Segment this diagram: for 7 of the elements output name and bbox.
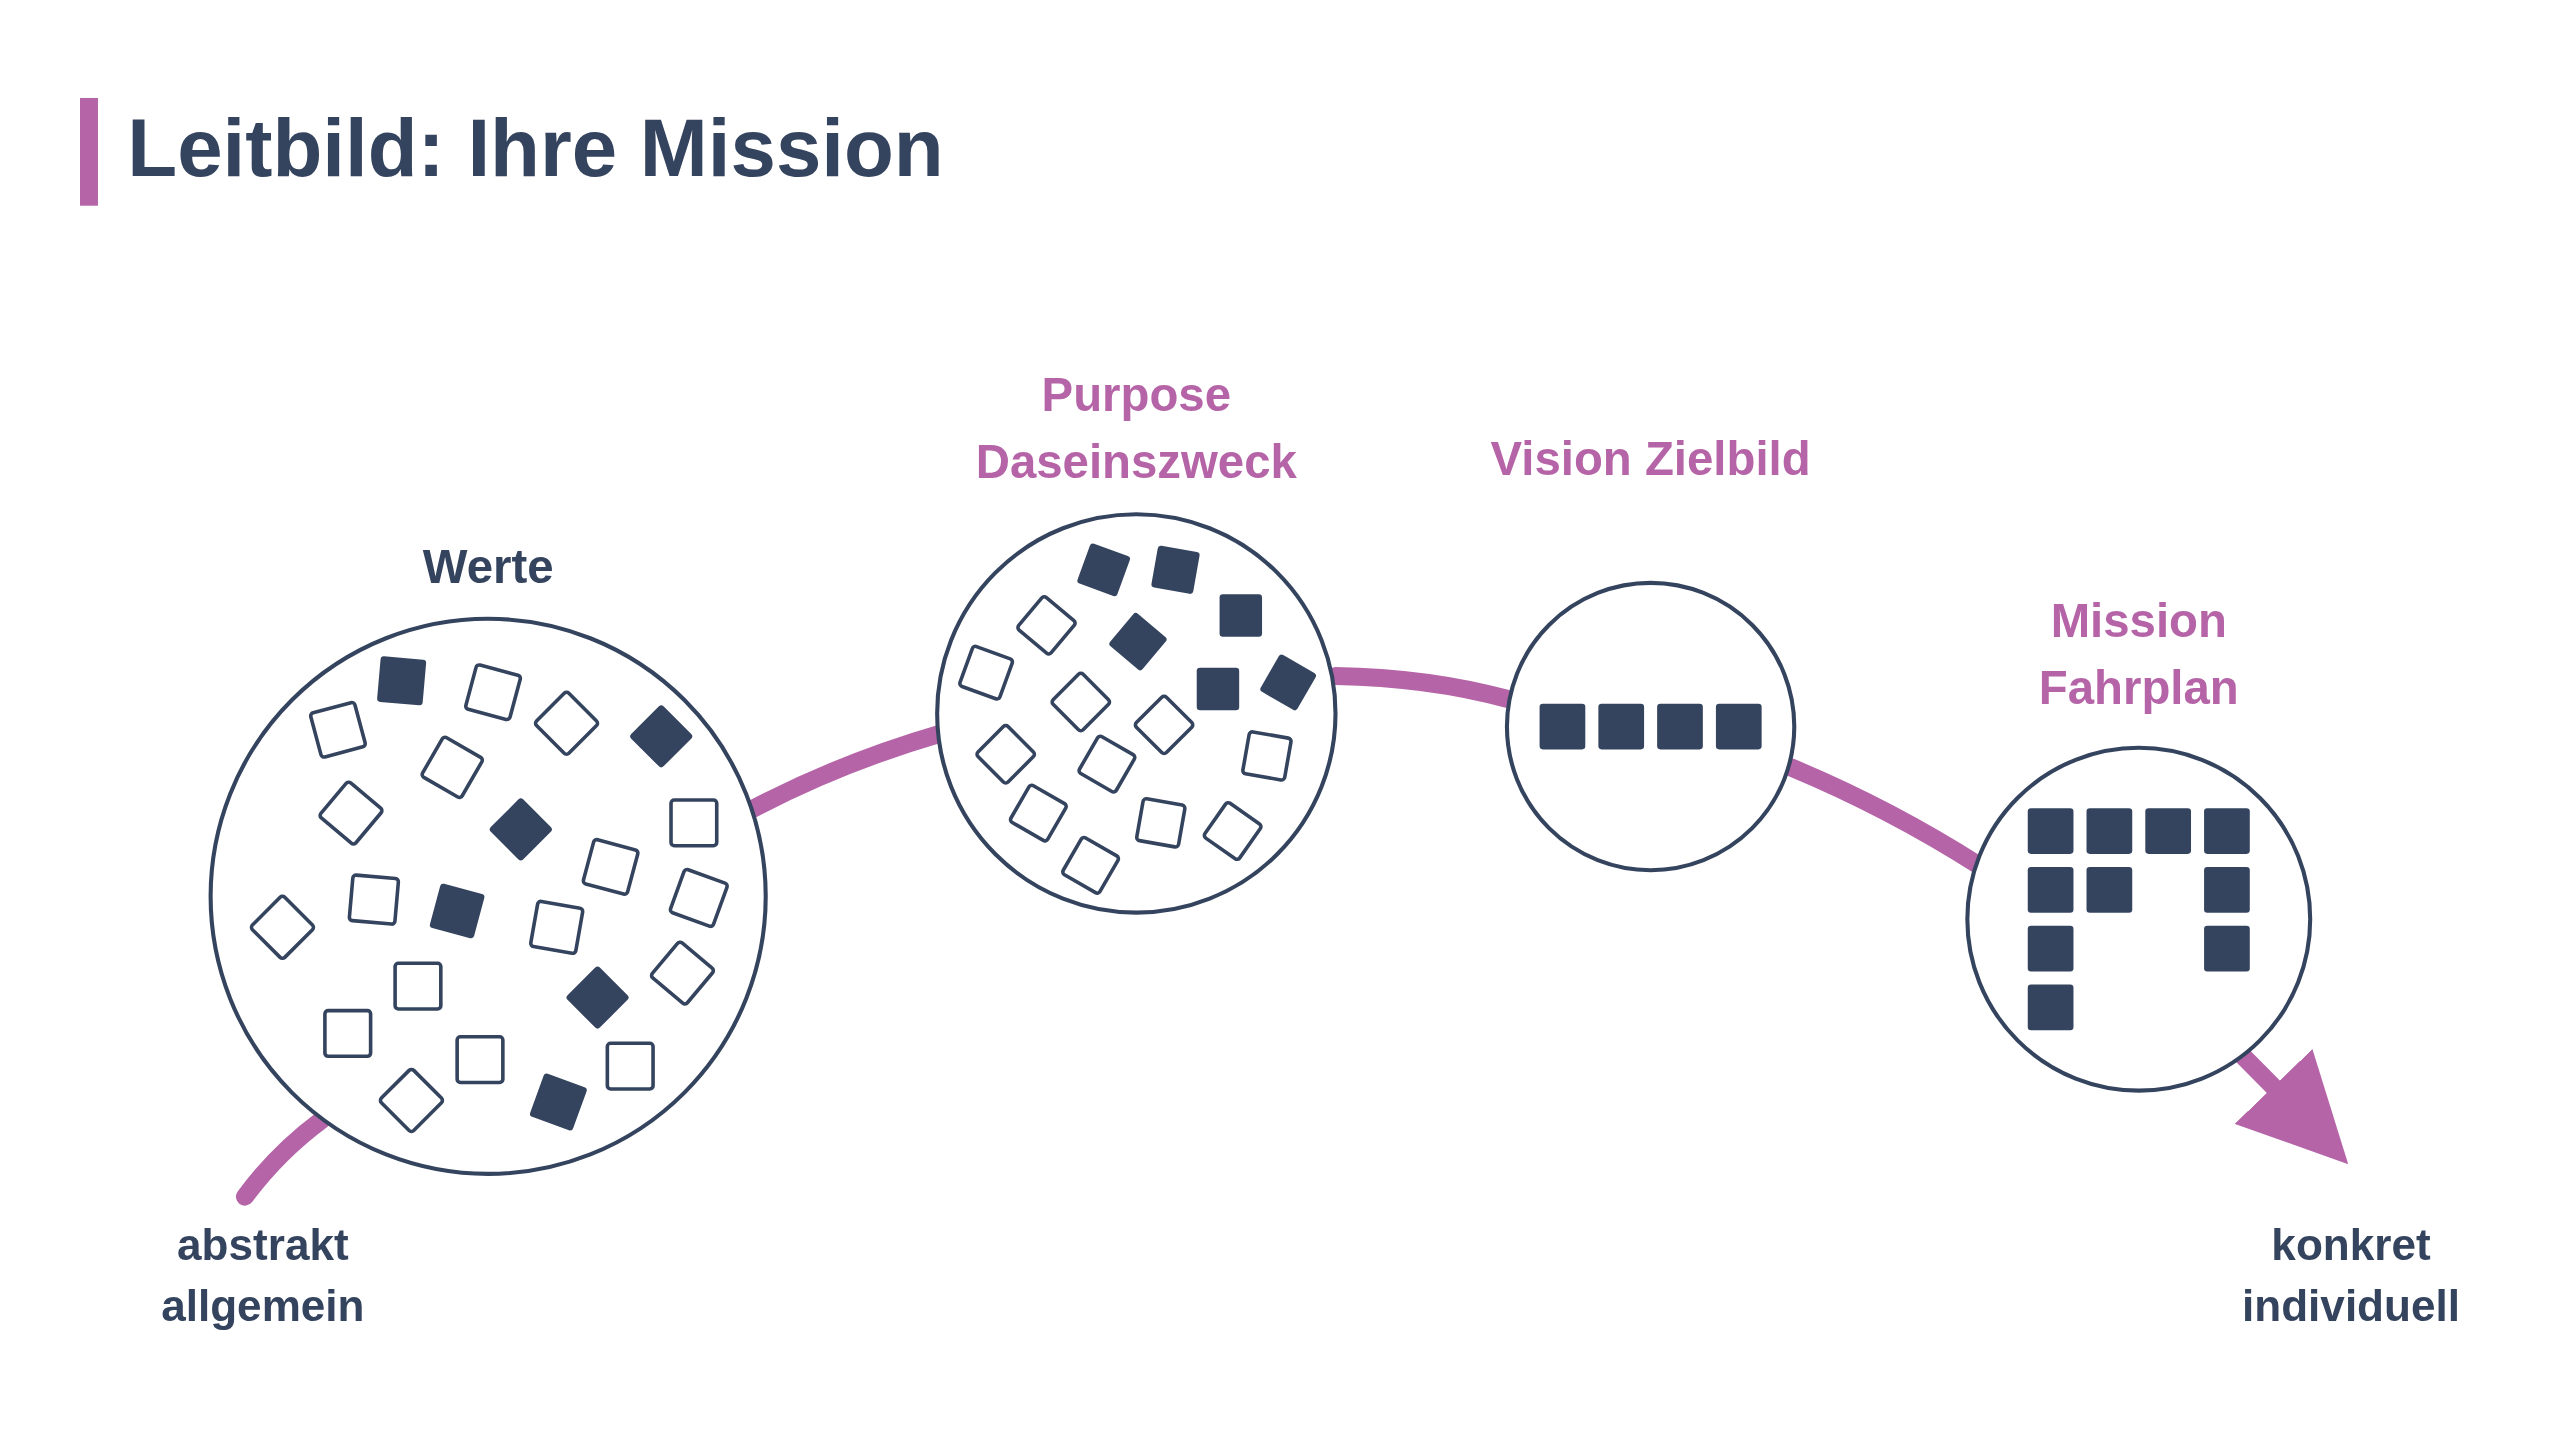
- title: Leitbild: Ihre Mission: [127, 101, 944, 196]
- axis-label: abstrakt allgemein: [160, 1220, 366, 1333]
- node-heading: Werte: [421, 539, 555, 595]
- node-heading: Mission Fahrplan: [2037, 593, 2240, 716]
- node-heading: Vision Zielbild: [1489, 431, 1812, 487]
- node-heading: Purpose Daseinszweck: [974, 368, 1298, 491]
- axis-label: konkret individuell: [2241, 1220, 2461, 1333]
